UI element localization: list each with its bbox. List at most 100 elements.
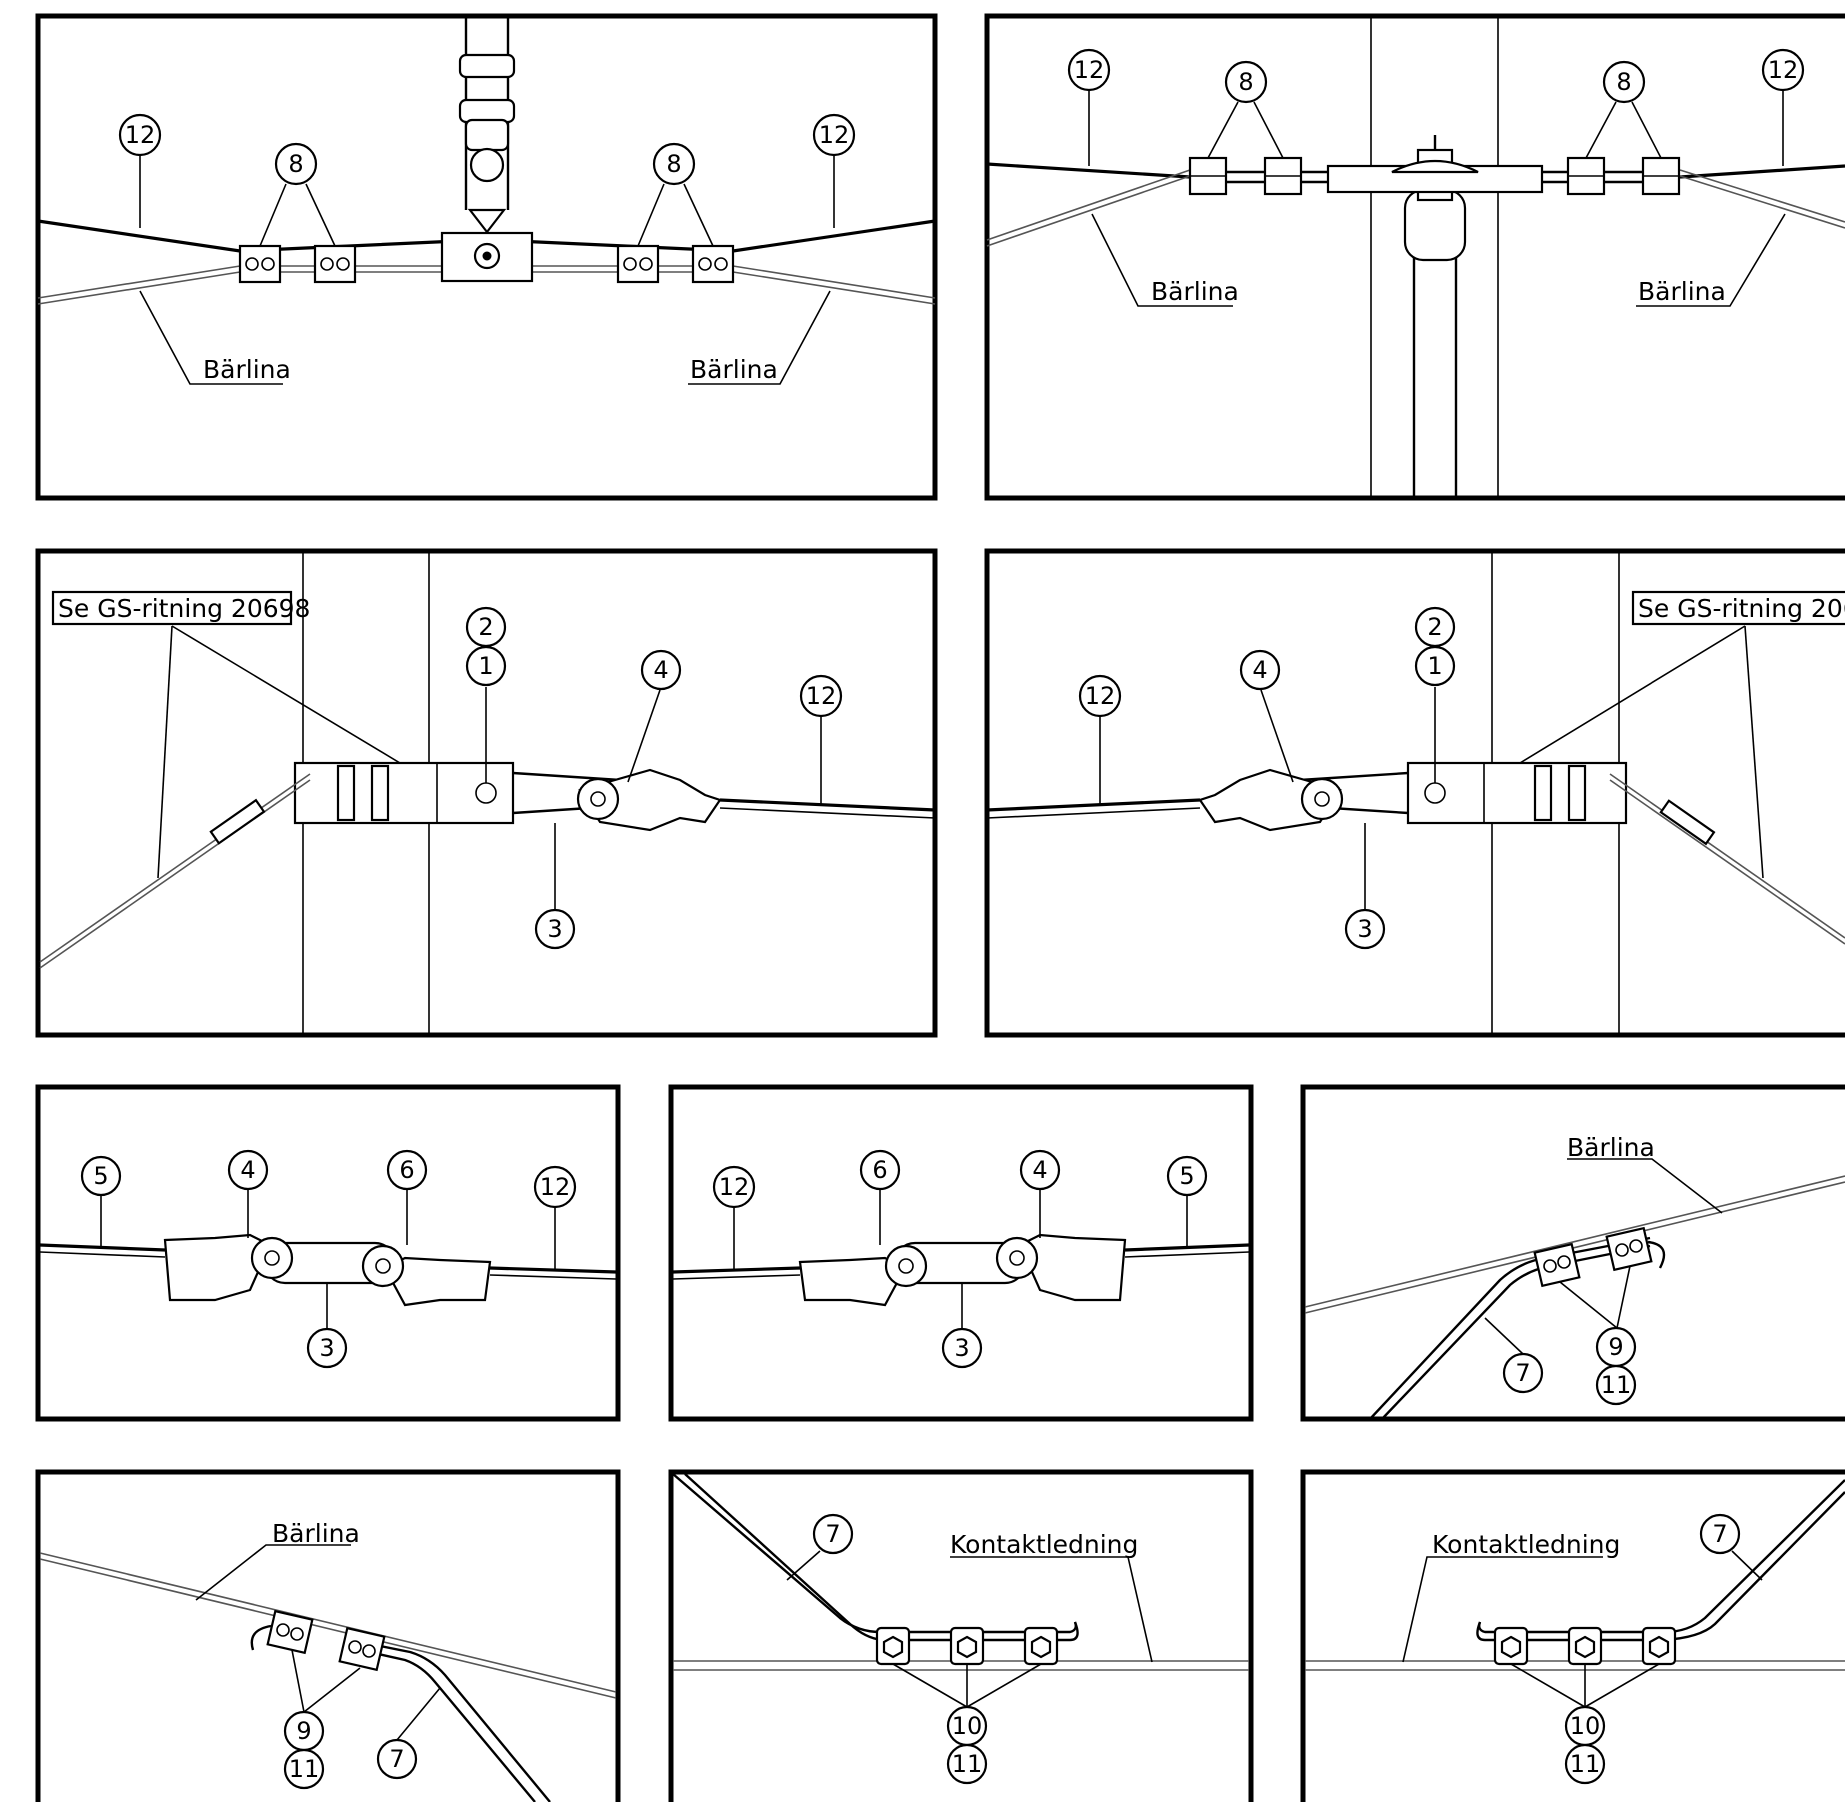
callout-text: 9: [1608, 1333, 1623, 1361]
contact-wire-12: [986, 798, 1201, 819]
panel-top-left: 12 12 8 8 Bärlina Bärlina: [35, 13, 938, 501]
mast: [1370, 16, 1499, 498]
label-gs-ritning: Se GS-ritning 20698: [58, 594, 310, 623]
panel-row4-right: Kontaktledning 7 10 11: [1300, 1469, 1845, 1802]
callout-7: 7: [812, 1513, 854, 1555]
label-kontaktledning: Kontaktledning: [1432, 1530, 1620, 1559]
dropper-7: [1476, 1479, 1845, 1642]
panel-frame: [35, 548, 938, 1038]
callout-3: 3: [306, 1327, 348, 1369]
callout-12: 12: [1761, 48, 1805, 92]
callout-11: 11: [1595, 1364, 1637, 1406]
callout-text: 12: [1085, 682, 1116, 710]
callout-9: 9: [283, 1710, 325, 1752]
callout-text: 2: [1427, 613, 1442, 641]
callout-1: 1: [1414, 645, 1456, 687]
panel-top-right: 12 12 8 8 Bärlina Bärlina: [984, 13, 1845, 501]
barlina-wire: [1304, 1175, 1845, 1314]
leader-lines: [1484, 1158, 1723, 1355]
callout-text: 5: [1179, 1162, 1194, 1190]
callout-4: 4: [640, 649, 682, 691]
panel-middle-right: Se GS-ritning 20698 2 1 4 12 3: [984, 548, 1845, 1038]
callout-text: 3: [547, 915, 562, 943]
callout-text: 11: [1570, 1750, 1601, 1778]
callout-text: 12: [819, 121, 850, 149]
callout-text: 3: [319, 1334, 334, 1362]
leader-lines: [157, 625, 822, 909]
reference-box: Se GS-ritning 20698: [1631, 590, 1845, 626]
label-barlina: Bärlina: [272, 1519, 360, 1548]
tie-rod: [512, 768, 722, 832]
panel-frame: [1300, 1084, 1845, 1422]
callout-text: 4: [240, 1156, 255, 1184]
panel-frame: [984, 13, 1845, 501]
dropper-7: [359, 1640, 551, 1802]
leader-lines: [1402, 1550, 1763, 1708]
callout-2: 2: [465, 606, 507, 648]
panel-row3-right: Bärlina 9 11 7: [1300, 1084, 1845, 1422]
callout-12: 12: [1078, 674, 1122, 718]
callout-text: 12: [125, 121, 156, 149]
cable-wire: [39, 1243, 617, 1280]
callout-6: 6: [386, 1149, 428, 1191]
bracket-assembly: [39, 761, 515, 969]
callout-text: 12: [540, 1173, 571, 1201]
callout-text: 11: [1601, 1371, 1632, 1399]
callout-4: 4: [227, 1149, 269, 1191]
tie-rod: [1198, 768, 1409, 832]
leader-lines: [1088, 90, 1786, 307]
hanger-assembly: [458, 16, 516, 234]
barlina-wire-right: [1679, 164, 1845, 229]
callout-text: 8: [288, 150, 303, 178]
callout-text: 4: [1252, 656, 1267, 684]
clamp-10-group: [1493, 1626, 1677, 1666]
label-barlina: Bärlina: [1638, 277, 1726, 306]
clamp-9-group: [250, 1609, 386, 1672]
panel-frame: [984, 548, 1845, 1038]
callout-3: 3: [941, 1327, 983, 1369]
callout-text: 4: [653, 656, 668, 684]
label-barlina: Bärlina: [203, 355, 291, 384]
callout-11: 11: [1564, 1743, 1606, 1785]
label-barlina: Bärlina: [1567, 1133, 1655, 1162]
callout-text: 12: [1074, 56, 1105, 84]
callout-12: 12: [812, 113, 856, 157]
panel-row3-middle: 12 6 4 5 3: [668, 1084, 1254, 1422]
barlina-wire-left: [986, 162, 1191, 247]
label-barlina: Bärlina: [1151, 277, 1239, 306]
callout-text: 6: [399, 1156, 414, 1184]
callout-text: 5: [93, 1162, 108, 1190]
contact-wire-12: [719, 798, 936, 819]
callout-text: 12: [719, 1173, 750, 1201]
callout-text: 7: [1712, 1520, 1727, 1548]
callout-2: 2: [1414, 606, 1456, 648]
clamp-9-group: [1533, 1226, 1666, 1288]
turnbuckle: [798, 1233, 1127, 1307]
panel-frame: [668, 1084, 1254, 1422]
leader-lines: [1099, 625, 1764, 909]
callout-8: 8: [1602, 60, 1646, 104]
callout-10: 10: [1564, 1705, 1606, 1747]
leader-lines: [100, 1190, 556, 1328]
leader-lines: [786, 1550, 1153, 1708]
callout-5: 5: [80, 1155, 122, 1197]
callout-text: 2: [478, 613, 493, 641]
callout-12: 12: [118, 113, 162, 157]
callout-text: 7: [825, 1520, 840, 1548]
cross-arm: [1190, 159, 1680, 194]
center-support: [440, 231, 534, 283]
callout-6: 6: [859, 1149, 901, 1191]
callout-4: 4: [1019, 1149, 1061, 1191]
callout-7: 7: [376, 1738, 418, 1780]
callout-12: 12: [799, 674, 843, 718]
callout-4: 4: [1239, 649, 1281, 691]
callout-text: 8: [666, 150, 681, 178]
callout-text: 7: [1515, 1359, 1530, 1387]
label-kontaktledning: Kontaktledning: [950, 1530, 1138, 1559]
callout-3: 3: [1344, 908, 1386, 950]
leader-lines: [195, 1544, 441, 1741]
panel-frame: [35, 1469, 621, 1802]
clamp-8-group: [238, 244, 735, 284]
clamp-8-group: [1188, 156, 1681, 196]
